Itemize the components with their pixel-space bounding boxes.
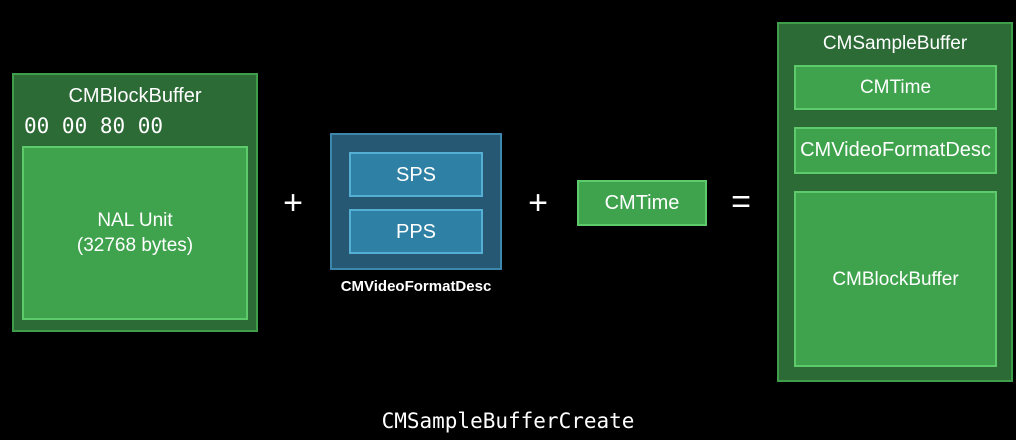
sample-cmtime-label: CMTime bbox=[859, 77, 932, 98]
plus-operator-2: + bbox=[528, 184, 548, 222]
cmvideoformatdesc-caption: CMVideoFormatDesc bbox=[340, 278, 492, 295]
nal-unit-line2: (32768 bytes) bbox=[76, 235, 194, 256]
sample-cmvideoformatdesc-label: CMVideoFormatDesc bbox=[800, 139, 991, 161]
sample-cmblockbuffer-box: CMBlockBuffer bbox=[794, 191, 997, 367]
pps-label: PPS bbox=[395, 220, 437, 243]
nal-unit-label: NAL Unit (32768 bytes) bbox=[77, 208, 193, 258]
cmblockbuffer-box: CMBlockBuffer 00 00 80 00 NAL Unit (3276… bbox=[12, 73, 258, 332]
pps-box: PPS bbox=[349, 209, 483, 254]
equals-operator: = bbox=[731, 183, 751, 221]
nal-unit-line1: NAL Unit bbox=[97, 210, 173, 231]
sample-cmvideoformatdesc-box: CMVideoFormatDesc bbox=[794, 127, 997, 174]
sample-cmtime-box: CMTime bbox=[794, 65, 997, 110]
nal-unit-box: NAL Unit (32768 bytes) bbox=[22, 146, 248, 320]
plus-operator-1: + bbox=[283, 184, 303, 222]
cmtime-label: CMTime bbox=[604, 192, 680, 214]
diagram-caption: CMSampleBufferCreate bbox=[381, 409, 635, 433]
cmsamplebuffer-title: CMSampleBuffer bbox=[822, 33, 968, 54]
sps-box: SPS bbox=[349, 152, 483, 197]
cmtime-box: CMTime bbox=[577, 180, 707, 226]
cmsamplebuffer-box: CMSampleBuffer CMTime CMVideoFormatDesc … bbox=[777, 22, 1013, 382]
cmvideoformatdesc-box: SPS PPS bbox=[330, 133, 502, 270]
cmblockbuffer-title: CMBlockBuffer bbox=[68, 85, 202, 107]
cmblockbuffer-header-bytes: 00 00 80 00 bbox=[24, 114, 164, 138]
sps-label: SPS bbox=[395, 163, 437, 186]
sample-cmblockbuffer-label: CMBlockBuffer bbox=[832, 268, 959, 290]
